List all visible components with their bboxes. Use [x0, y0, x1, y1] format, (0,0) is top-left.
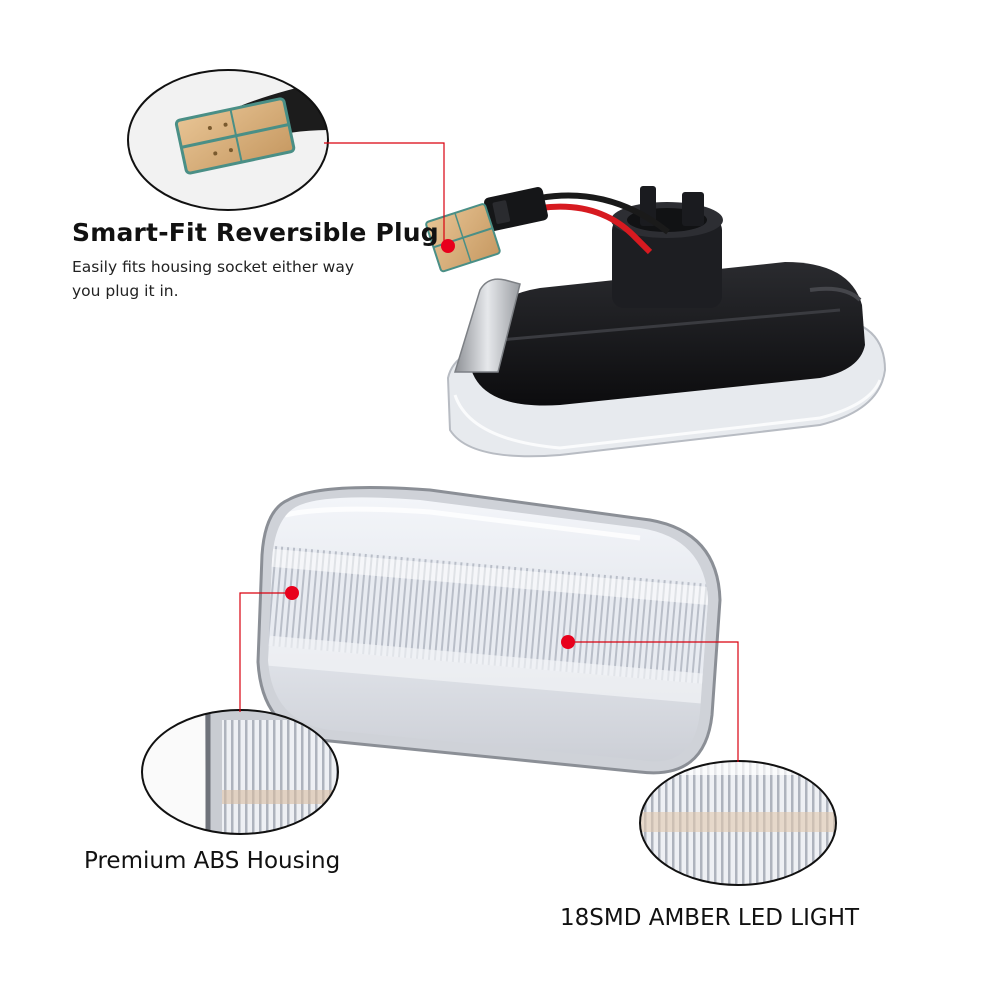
- led-callout-label: 18SMD AMBER LED LIGHT: [560, 905, 860, 931]
- upper-lamp-housing: [425, 186, 887, 458]
- housing-marker-dot: [285, 586, 299, 600]
- plug-marker-dot: [441, 239, 455, 253]
- housing-callout-label: Premium ABS Housing: [84, 848, 341, 874]
- leader-lines: [239, 142, 739, 762]
- led-leader-line: [568, 641, 739, 762]
- plug-callout-description: Easily fits housing socket either way yo…: [72, 258, 354, 300]
- housing-zoom-bubble: [141, 709, 339, 835]
- plug-callout-title: Smart-Fit Reversible Plug: [72, 218, 439, 247]
- housing-leader-line: [239, 592, 292, 712]
- led-zoom-bubble: [639, 760, 837, 886]
- plug-leader-line: [324, 142, 445, 248]
- lower-lamp-lens: [256, 486, 722, 775]
- plug-zoom-bubble: [127, 69, 329, 211]
- led-marker-dot: [561, 635, 575, 649]
